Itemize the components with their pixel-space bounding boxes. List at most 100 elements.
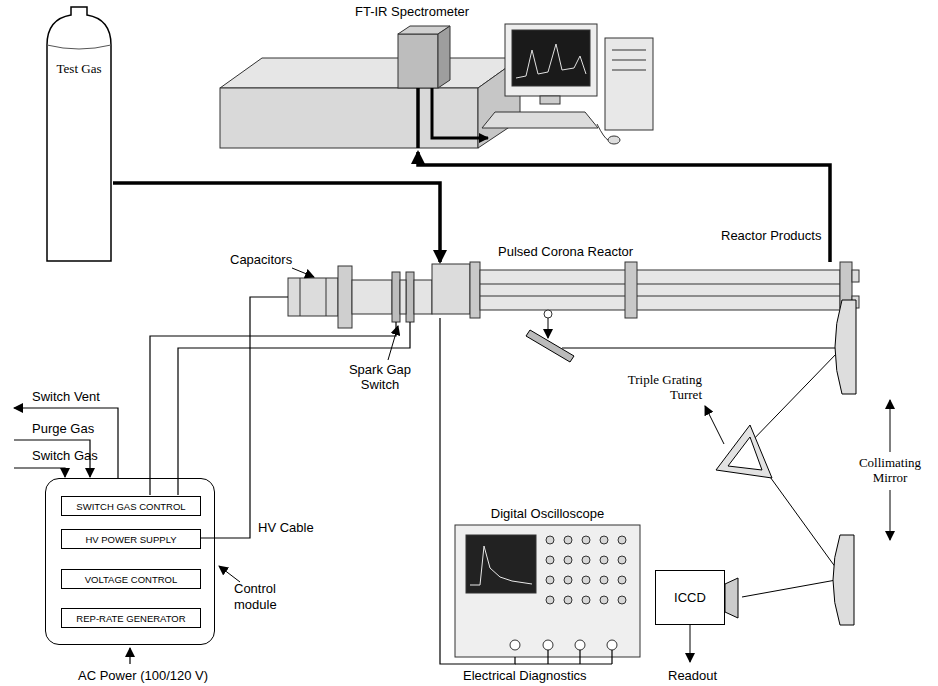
pulser-drawing bbox=[300, 278, 301, 316]
leader-arrows bbox=[219, 566, 240, 582]
ftir-spectrometer-drawing bbox=[516, 44, 586, 78]
ftir-spectrometer-drawing bbox=[612, 50, 646, 51]
part-label: HV Cable bbox=[258, 520, 314, 535]
module-wires bbox=[14, 468, 65, 477]
optical-path bbox=[833, 535, 854, 625]
node-heading: Pulsed Corona Reactor bbox=[498, 244, 633, 260]
connector-label: Reactor Products bbox=[720, 228, 822, 243]
oscilloscope: Digital Oscilloscope bbox=[455, 525, 640, 657]
part-label: Triple Grating Turret bbox=[612, 372, 702, 402]
oscilloscope-knobs bbox=[618, 596, 626, 604]
gas-cylinder-outline bbox=[47, 7, 111, 261]
part-label: AC Power (100/120 V) bbox=[78, 668, 208, 683]
pulser-drawing bbox=[352, 280, 392, 314]
box-label: HV POWER SUPPLY bbox=[85, 534, 176, 545]
reactor-drawing bbox=[625, 262, 637, 318]
ftir-spectrometer-drawing bbox=[512, 30, 590, 86]
reactor-drawing bbox=[432, 262, 859, 318]
box-label: VOLTAGE CONTROL bbox=[85, 574, 178, 585]
oscilloscope-knobs bbox=[618, 556, 626, 564]
reactor-drawing bbox=[480, 270, 840, 310]
connector bbox=[440, 318, 515, 664]
oscilloscope-knobs bbox=[618, 536, 626, 544]
pulser-drawing bbox=[406, 272, 414, 322]
box-label: REP-RATE GENERATOR bbox=[76, 613, 185, 624]
ftir-spectrometer: FT-IR Spectrometer bbox=[215, 2, 665, 152]
ftir-spectrometer-drawing bbox=[416, 88, 420, 148]
optical-path bbox=[548, 318, 549, 338]
oscilloscope-knobs bbox=[564, 576, 572, 584]
oscilloscope-drawing bbox=[455, 525, 640, 664]
optical-path bbox=[562, 348, 838, 597]
oscilloscope-drawing bbox=[455, 525, 640, 657]
optical-path bbox=[725, 578, 738, 618]
control-unit-box: HV POWER SUPPLY bbox=[61, 529, 201, 549]
pulser-drawing bbox=[414, 280, 432, 314]
oscilloscope-knobs bbox=[618, 576, 626, 584]
leader-arrows bbox=[890, 400, 891, 452]
ftir-spectrometer-drawing bbox=[398, 34, 438, 88]
ftir-spectrometer-drawing bbox=[612, 60, 646, 61]
gas-cylinder-outline bbox=[47, 45, 111, 49]
gas-cylinder: Test Gas bbox=[45, 5, 113, 263]
node-heading: Control module bbox=[234, 581, 294, 613]
leader-arrows bbox=[219, 268, 890, 662]
optical-path bbox=[728, 437, 762, 470]
pulser-drawing bbox=[288, 278, 338, 316]
part-label: Switch Vent bbox=[32, 389, 100, 404]
leader-arrows bbox=[705, 406, 724, 444]
module-wires bbox=[178, 322, 410, 495]
part-label: Collimating Mirror bbox=[848, 455, 932, 485]
leader-arrows bbox=[890, 490, 891, 540]
oscilloscope-knobs bbox=[564, 536, 572, 544]
ftir-spectrometer-drawing bbox=[612, 70, 646, 71]
oscilloscope-drawing bbox=[510, 640, 520, 650]
optical-path bbox=[835, 300, 856, 394]
camera-box: ICCD bbox=[655, 570, 725, 625]
oscilloscope-knobs bbox=[582, 576, 590, 584]
ftir-spectrometer-drawing bbox=[432, 88, 488, 138]
node-heading: Test Gas bbox=[45, 61, 113, 77]
ftir-spectrometer-drawing bbox=[608, 136, 620, 144]
control-unit-box: REP-RATE GENERATOR bbox=[61, 608, 201, 628]
optical-path bbox=[716, 425, 772, 478]
pulser-drawing bbox=[338, 266, 352, 328]
part-label: Switch Gas bbox=[32, 448, 98, 463]
control-unit-box: SWITCH GAS CONTROL bbox=[61, 496, 201, 516]
oscilloscope-knobs bbox=[600, 536, 608, 544]
module-wires bbox=[14, 297, 410, 664]
ftir-spectrometer-drawing bbox=[605, 38, 653, 130]
oscilloscope-knobs bbox=[546, 576, 554, 584]
module-wires bbox=[129, 648, 130, 664]
reactor-drawing bbox=[544, 310, 552, 318]
oscilloscope-knobs bbox=[564, 596, 572, 604]
ftir-spectrometer-drawing bbox=[220, 24, 653, 148]
gas-cylinder-outline bbox=[45, 5, 113, 263]
ftir-spectrometer-drawing bbox=[438, 26, 450, 88]
pulser-drawing bbox=[392, 272, 400, 322]
oscilloscope-knobs bbox=[546, 536, 626, 604]
node-heading: FT-IR Spectrometer bbox=[355, 4, 469, 20]
box-label: ICCD bbox=[674, 590, 706, 606]
pulser-drawing bbox=[400, 280, 406, 314]
reactor-drawing bbox=[480, 284, 840, 285]
connector-label: Electrical Diagnostics bbox=[462, 668, 588, 683]
optical-path bbox=[526, 330, 574, 362]
oscilloscope-knobs bbox=[600, 576, 608, 584]
control-unit-box: VOLTAGE CONTROL bbox=[61, 569, 201, 589]
oscilloscope-drawing bbox=[607, 640, 617, 650]
connector bbox=[113, 183, 440, 262]
node-heading: Digital Oscilloscope bbox=[455, 506, 640, 522]
oscilloscope-knobs bbox=[546, 536, 554, 544]
part-label: Purge Gas bbox=[32, 421, 94, 436]
box-label: SWITCH GAS CONTROL bbox=[76, 501, 185, 512]
oscilloscope-knobs bbox=[546, 596, 554, 604]
reactor-drawing bbox=[432, 264, 470, 314]
part-label: Capacitors bbox=[230, 252, 292, 267]
leader-arrows bbox=[690, 625, 691, 662]
module-wires bbox=[14, 408, 118, 478]
oscilloscope-drawing bbox=[575, 640, 585, 650]
oscilloscope-knobs bbox=[564, 556, 572, 564]
control-module: Control moduleSWITCH GAS CONTROLHV POWER… bbox=[45, 478, 215, 645]
oscilloscope-knobs bbox=[546, 556, 554, 564]
